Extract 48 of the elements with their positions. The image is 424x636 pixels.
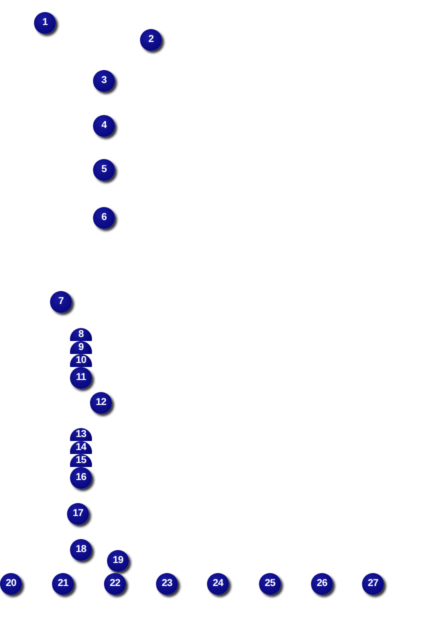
callout-number: 7 [58, 297, 64, 307]
callout-number: 9 [78, 343, 84, 353]
callout-number: 16 [76, 473, 86, 483]
callout-number: 22 [110, 579, 120, 589]
callout-number: 2 [148, 35, 154, 45]
callout-number: 4 [101, 121, 107, 131]
callout-circle [259, 573, 281, 595]
callout-number: 8 [78, 330, 84, 340]
callout-number: 18 [76, 545, 86, 555]
callout-circle [0, 573, 22, 595]
callout-number: 23 [162, 579, 172, 589]
callout-circle [207, 573, 229, 595]
callout-circle [93, 115, 115, 137]
callout-number: 21 [58, 579, 68, 589]
callout-number: 26 [316, 579, 328, 589]
callout-number: 3 [101, 76, 107, 86]
callout-circle [362, 573, 384, 595]
callout-number: 17 [72, 509, 84, 519]
callout-number: 11 [76, 373, 86, 383]
callout-number: 14 [76, 443, 86, 453]
callout-number: 6 [101, 213, 107, 223]
callout-circle [70, 367, 92, 389]
callout-circle [311, 573, 333, 595]
callout-circle [67, 503, 89, 525]
callout-number: 5 [101, 165, 107, 175]
callout-circle [90, 392, 112, 414]
callout-number: 13 [76, 430, 86, 440]
callout-circle [140, 29, 162, 51]
callout-number: 25 [264, 579, 276, 589]
callout-circle [104, 573, 126, 595]
callout-number: 27 [368, 579, 378, 589]
callout-number: 20 [6, 579, 16, 589]
callout-circle [70, 467, 92, 489]
callout-number: 15 [76, 456, 86, 466]
callout-circle [93, 70, 115, 92]
callout-circle [93, 207, 115, 229]
callout-circle [70, 539, 92, 561]
callout-circle [52, 573, 74, 595]
callout-circle [34, 12, 56, 34]
callout-circle [156, 573, 178, 595]
callout-number: 10 [76, 356, 86, 366]
callout-circle [50, 291, 72, 313]
callout-circle [107, 550, 129, 572]
callout-number: 19 [112, 556, 124, 566]
callout-circle [93, 159, 115, 181]
callout-number: 1 [42, 18, 48, 28]
callout-number: 24 [212, 579, 224, 589]
callout-number: 12 [96, 398, 106, 408]
